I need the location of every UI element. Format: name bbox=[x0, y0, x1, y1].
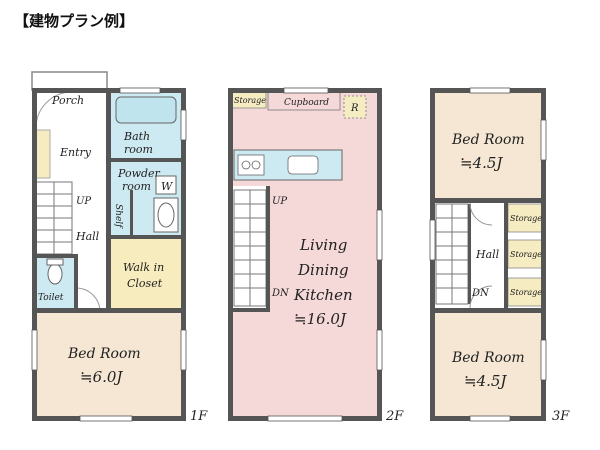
shelf-label: Shelf bbox=[113, 204, 123, 229]
porch-canopy bbox=[31, 71, 108, 91]
entry-shoe-shelf bbox=[35, 129, 51, 179]
walkin-floor bbox=[110, 238, 182, 308]
storage-3f-3 bbox=[507, 277, 543, 307]
refrigerator-label: R bbox=[350, 103, 359, 114]
bathtub bbox=[115, 96, 177, 124]
sink-bowl bbox=[157, 202, 175, 228]
page-title: 【建物プラン例】 bbox=[14, 12, 135, 30]
bath-label-2: room bbox=[124, 143, 153, 156]
washer-label: W bbox=[161, 180, 174, 193]
entry-label: Entry bbox=[59, 146, 92, 159]
windows-1f bbox=[31, 87, 187, 422]
washer-box bbox=[155, 175, 177, 195]
dn-label-2f: DN bbox=[271, 288, 290, 299]
kitchen-sink bbox=[287, 155, 319, 175]
up-label-2f: UP bbox=[272, 196, 287, 207]
ldk-label-1: Living bbox=[299, 236, 347, 254]
bedroom-3f-bottom-floor bbox=[434, 312, 544, 418]
powder-label-1: Powder bbox=[117, 167, 161, 180]
stove-burner-2 bbox=[251, 160, 261, 170]
hall-label-3f: Hall bbox=[475, 248, 500, 261]
cupboard-label: Cupboard bbox=[284, 98, 329, 108]
floor-1f: Porch Entry Bath room Powder room W Shel… bbox=[31, 71, 208, 424]
bedroom-3f-bottom-size: ≒4.5J bbox=[464, 372, 507, 390]
floor-3f: Bed Room ≒4.5J Storage Storage Storage H… bbox=[429, 87, 570, 424]
bedroom-3f-bottom-door-arc bbox=[469, 285, 493, 309]
dn-label-3f: DN bbox=[471, 288, 490, 299]
up-label-1f: UP bbox=[76, 196, 91, 207]
stairs-2f bbox=[233, 189, 267, 307]
bedroom-3f-top-size: ≒4.5J bbox=[460, 154, 503, 172]
ldk-label-3: Kitchen bbox=[293, 286, 353, 304]
stairs-1f bbox=[35, 181, 73, 255]
bedroom-1f-label: Bed Room bbox=[67, 346, 141, 362]
storage-3f-1-label: Storage bbox=[510, 214, 542, 223]
stove-burner-1 bbox=[241, 160, 251, 170]
floor-label-1f: 1F bbox=[190, 409, 208, 424]
bedroom-3f-bottom-label: Bed Room bbox=[451, 350, 525, 366]
bedroom-3f-top-label: Bed Room bbox=[451, 132, 525, 148]
toilet-bowl bbox=[47, 263, 63, 285]
stove bbox=[237, 154, 265, 176]
bedroom-3f-top-door-arc bbox=[469, 202, 493, 226]
toilet-label: Toilet bbox=[38, 293, 64, 303]
toilet-tank bbox=[46, 258, 64, 266]
bath-label-1: Bath bbox=[123, 130, 150, 143]
hall-label-1f: Hall bbox=[75, 230, 100, 243]
floor-label-2f: 2F bbox=[385, 409, 404, 424]
floor-label-3f: 3F bbox=[552, 409, 570, 424]
ldk-label-2: Dining bbox=[297, 261, 349, 279]
storage-2f-label: Storage bbox=[234, 96, 266, 105]
windows-3f bbox=[429, 87, 547, 422]
bedroom-3f-top-floor bbox=[434, 92, 544, 198]
windows-2f bbox=[267, 87, 383, 422]
floor-2f: Storage Cupboard R UP DN Living Dining K… bbox=[228, 87, 404, 424]
walkin-label-1: Walk in bbox=[123, 261, 164, 274]
bedroom-1f-floor bbox=[36, 312, 182, 418]
bedroom-1f-size: ≒6.0J bbox=[80, 368, 123, 386]
storage-3f-2-label: Storage bbox=[510, 250, 542, 259]
porch-label: Porch bbox=[51, 94, 84, 107]
powder-label-2: room bbox=[122, 180, 151, 193]
walkin-label-2: Closet bbox=[127, 277, 163, 290]
ldk-size: ≒16.0J bbox=[294, 310, 347, 328]
stairs-3f bbox=[435, 203, 469, 305]
refrigerator-box bbox=[343, 95, 367, 119]
storage-3f-3-label: Storage bbox=[510, 288, 542, 297]
storage-3f-2 bbox=[507, 239, 543, 269]
